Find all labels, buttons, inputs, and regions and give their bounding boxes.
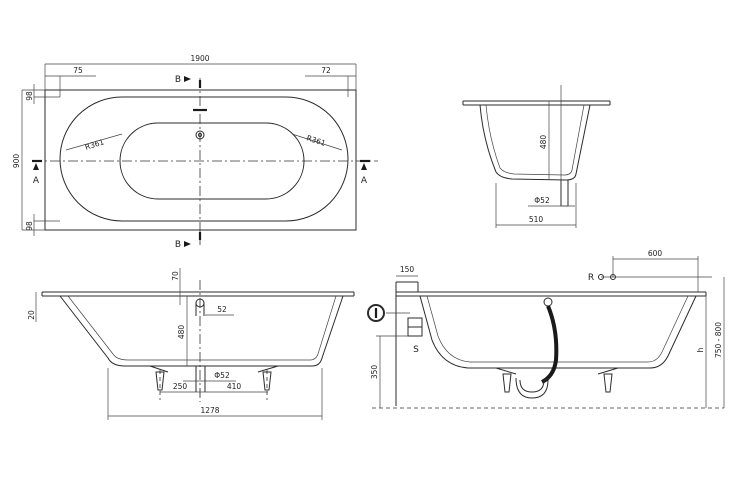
dim-900-label: 900 bbox=[12, 154, 21, 169]
section-b-top-label: B bbox=[175, 75, 181, 85]
install-trap-outer bbox=[515, 377, 549, 399]
section-a-right-arrow bbox=[361, 163, 367, 170]
section-b-outer-shell bbox=[479, 104, 591, 181]
side-view-leg-right bbox=[262, 371, 272, 391]
section-b-inner-shell bbox=[485, 104, 585, 176]
install-leg-right bbox=[603, 373, 613, 393]
top-view-drain-core bbox=[198, 133, 202, 137]
section-b-bottom-arrow bbox=[184, 241, 191, 247]
dim-h-label: h bbox=[696, 347, 705, 352]
section-b-top-arrow bbox=[184, 76, 191, 82]
install-inner-shell bbox=[426, 295, 689, 363]
dim-1278-label: 1278 bbox=[200, 406, 219, 415]
section-a-left-arrow bbox=[33, 163, 39, 170]
side-view-leg-left bbox=[155, 371, 165, 391]
dim-600-label: 600 bbox=[648, 249, 663, 258]
dim-d52-b-label: Φ52 bbox=[534, 196, 550, 205]
dim-410-label: 410 bbox=[227, 382, 242, 391]
dim-75-label: 75 bbox=[73, 66, 83, 75]
install-s-label: S bbox=[413, 345, 419, 355]
radius-label-right: R361 bbox=[305, 133, 327, 148]
install-view: S R 600 150 350 h 750 - 800 bbox=[367, 249, 725, 409]
dim-1900-label: 1900 bbox=[190, 54, 209, 63]
install-leg-right-bracket bbox=[597, 367, 619, 375]
dim-350-label: 350 bbox=[370, 365, 379, 380]
install-mixer-symbol bbox=[367, 304, 385, 322]
section-a-right-label: A bbox=[361, 176, 368, 186]
dim-250-label: 250 bbox=[173, 382, 188, 391]
dim-750-800-label: 750 - 800 bbox=[714, 322, 723, 358]
side-view-leg-left-bracket bbox=[149, 365, 169, 373]
dim-480-b-label: 480 bbox=[539, 135, 548, 150]
section-b-view: 480 Φ52 510 bbox=[462, 85, 611, 228]
install-trap bbox=[519, 377, 551, 393]
install-outer-shell bbox=[419, 295, 697, 369]
dim-150-label: 150 bbox=[400, 265, 415, 274]
side-view: 70 20 480 52 Φ52 250 410 1278 bbox=[27, 268, 355, 420]
side-view-leg-right-bracket bbox=[257, 365, 279, 373]
install-hose bbox=[541, 305, 559, 384]
dim-52-label: 52 bbox=[217, 305, 227, 314]
section-a-left-label: A bbox=[33, 176, 40, 186]
dim-480-side-label: 480 bbox=[177, 325, 186, 340]
radius-line-right bbox=[291, 133, 343, 151]
top-view-basin-outer bbox=[59, 96, 349, 222]
install-overflow bbox=[543, 297, 553, 307]
dim-510-label: 510 bbox=[529, 215, 544, 224]
dim-d52-side-label: Φ52 bbox=[214, 371, 230, 380]
install-r-label: R bbox=[588, 273, 594, 283]
side-view-outer-shell bbox=[59, 295, 344, 367]
top-view-drain bbox=[195, 130, 205, 140]
dim-20-label: 20 bbox=[27, 310, 36, 320]
dim-70-label: 70 bbox=[171, 271, 180, 281]
radius-line-left bbox=[65, 133, 123, 151]
top-view-outline bbox=[44, 89, 357, 231]
side-view-inner-shell bbox=[67, 295, 337, 361]
radius-label-left: R361 bbox=[84, 137, 106, 152]
install-leg-left-bracket bbox=[495, 367, 517, 375]
dim-72-label: 72 bbox=[321, 66, 331, 75]
top-view: R361 R361 1900 75 72 900 98 98 A A B bbox=[12, 54, 378, 250]
dim-98-bottom-label: 98 bbox=[25, 221, 34, 231]
dim-98-top-label: 98 bbox=[25, 91, 34, 101]
section-b-bottom-label: B bbox=[175, 240, 181, 250]
install-leg-left bbox=[502, 373, 512, 393]
